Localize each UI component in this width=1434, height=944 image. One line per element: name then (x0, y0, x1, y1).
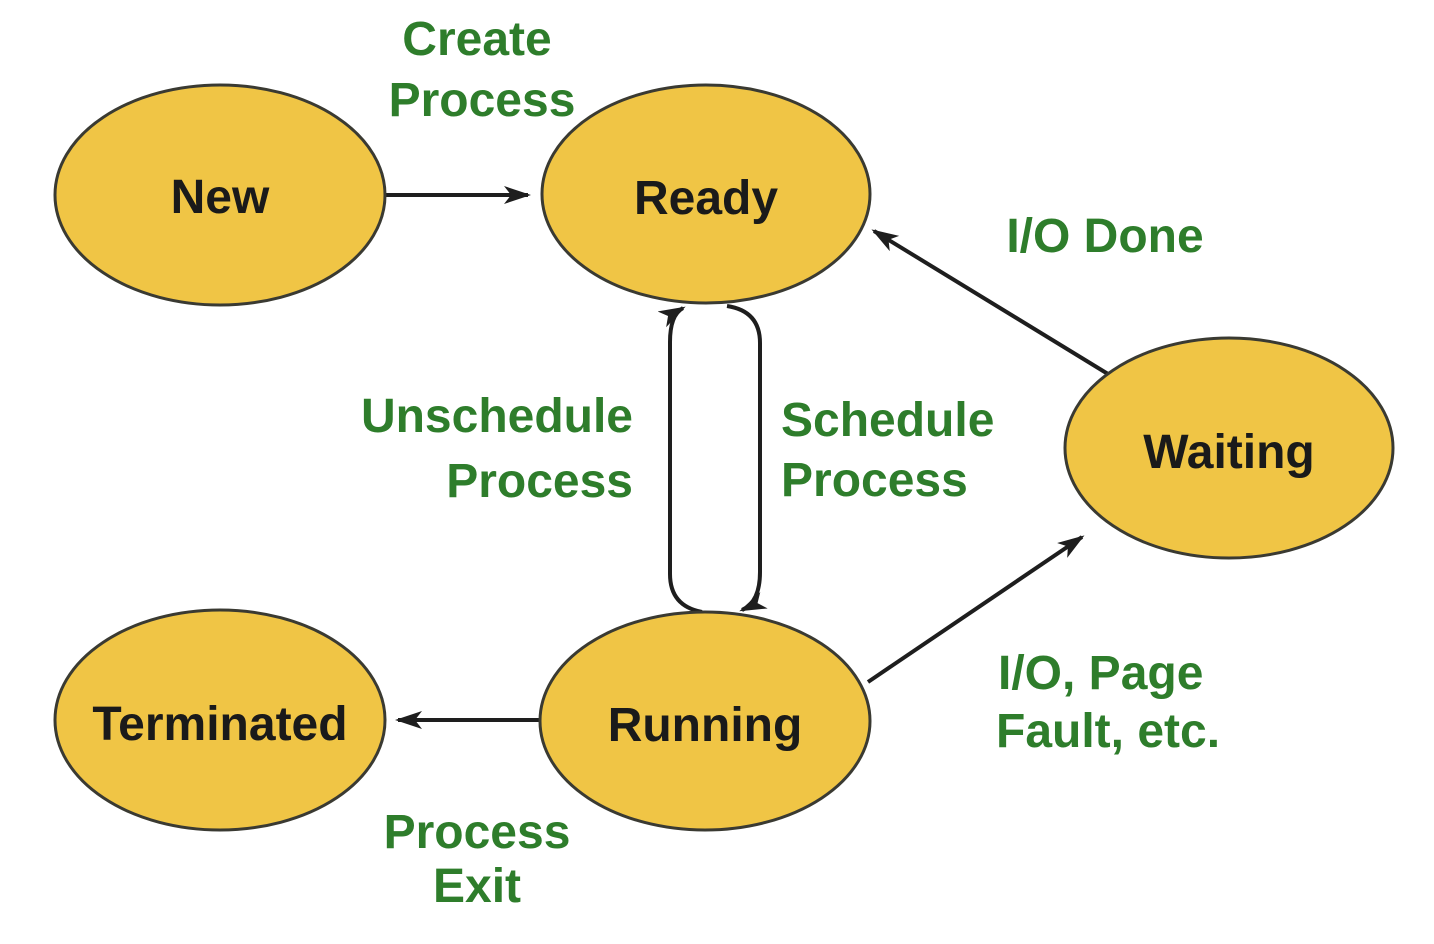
state-node-new: New (53, 83, 387, 307)
new-ellipse (53, 83, 387, 307)
unschedule-process-line2: Process (446, 455, 633, 508)
schedule-process-line1: Schedule (781, 394, 994, 447)
terminated-ellipse (53, 608, 387, 832)
edge-label-schedule-process: Schedule Process (781, 394, 994, 507)
process-exit-line1: Process (384, 806, 571, 859)
state-node-ready: Ready (540, 83, 872, 305)
create-process-line1: Create (402, 13, 551, 66)
edge-label-io-page-fault: I/O, Page Fault, etc. (996, 647, 1220, 758)
io-done-line1: I/O Done (1006, 210, 1203, 263)
edge-running-to-ready-arrow (657, 306, 703, 614)
edge-label-create-process: Create Process (389, 13, 576, 127)
state-node-running: Running (538, 610, 872, 832)
ready-ellipse (540, 83, 872, 305)
running-ellipse (538, 610, 872, 832)
edge-waiting-to-ready-arrow (871, 229, 1110, 376)
unschedule-process-line1: Unschedule (361, 390, 633, 443)
process-exit-line2: Exit (433, 860, 521, 913)
state-node-waiting: Waiting (1063, 336, 1395, 560)
waiting-ellipse (1063, 336, 1395, 560)
io-page-fault-line1: I/O, Page (998, 647, 1203, 700)
running-label: Running (608, 699, 803, 752)
edge-label-unschedule-process: Unschedule Process (361, 390, 633, 508)
ready-label: Ready (634, 172, 778, 225)
schedule-process-line2: Process (781, 454, 968, 507)
edge-label-io-done: I/O Done (1006, 210, 1203, 263)
new-label: New (171, 171, 270, 224)
waiting-label: Waiting (1143, 426, 1315, 479)
edge-running-to-waiting-arrow (866, 535, 1085, 684)
terminated-label: Terminated (92, 698, 347, 751)
io-page-fault-line2: Fault, etc. (996, 705, 1220, 758)
state-node-terminated: Terminated (53, 608, 387, 832)
create-process-line2: Process (389, 74, 576, 127)
edge-label-process-exit: Process Exit (384, 806, 571, 913)
edge-ready-to-running-arrow (726, 304, 768, 612)
